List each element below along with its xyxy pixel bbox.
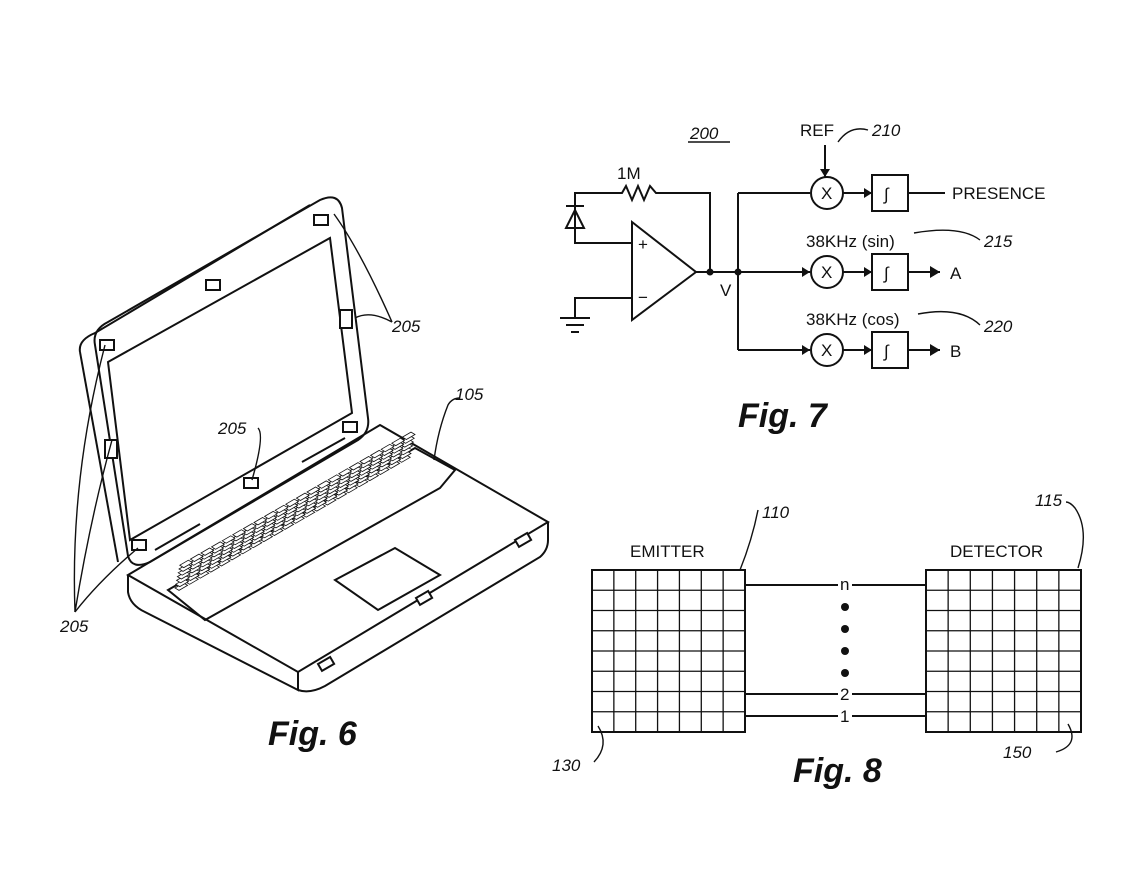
opamp-minus: −: [638, 288, 648, 307]
sensor-top-center: [206, 280, 220, 290]
fig6-ref-205-left: 205: [59, 617, 89, 636]
fig6-laptop-drawing: [74, 197, 548, 691]
cos-label: 38KHz (cos): [806, 310, 900, 329]
fig7-caption: Fig. 7: [738, 397, 829, 435]
laptop-base: [128, 425, 548, 691]
fig6-ref-105: 105: [455, 385, 484, 404]
fig8-ref-115: 115: [1035, 491, 1063, 510]
sensor-bottom-center: [244, 478, 258, 488]
opamp-plus: +: [638, 235, 648, 254]
fig6-ref-205-center: 205: [217, 419, 247, 438]
presence-output: PRESENCE: [952, 184, 1046, 203]
fig8-ref-130: 130: [552, 756, 581, 775]
laptop-lid: [80, 197, 368, 565]
sensor-right-mid: [340, 310, 352, 328]
fig8-ref-110: 110: [762, 503, 790, 522]
feedback-resistor: [620, 186, 710, 272]
fig7-ref-220: 220: [983, 317, 1013, 336]
fig8-diagram: [592, 502, 1083, 762]
integrator-sin: [872, 254, 908, 290]
integrator-cos: [872, 332, 908, 368]
ground-symbol: [560, 318, 590, 332]
detector-label: DETECTOR: [950, 542, 1043, 561]
integrator-presence: [872, 175, 908, 211]
fig6-caption: Fig. 6: [268, 715, 358, 753]
emitter-label: EMITTER: [630, 542, 705, 561]
sensor-bottom-right: [343, 422, 357, 432]
fig8-caption: Fig. 8: [793, 752, 882, 790]
fig7-ref-200: 200: [689, 124, 719, 143]
node-v-label: V: [720, 281, 732, 300]
fig6-ref-205-right: 205: [391, 317, 421, 336]
sensor-top-right: [314, 215, 328, 225]
mult-x-3: X: [821, 341, 832, 360]
fig8-ref-150: 150: [1003, 743, 1032, 762]
output-a: A: [950, 264, 962, 283]
sin-label: 38KHz (sin): [806, 232, 895, 251]
fig7-ref-210: 210: [871, 121, 901, 140]
channel-2: 2: [840, 685, 849, 704]
emitter-array: [592, 570, 745, 732]
ref-input-label: REF: [800, 121, 834, 140]
resistor-label: 1M: [617, 164, 641, 183]
fig7-ref-215: 215: [983, 232, 1013, 251]
sensor-bottom-left: [132, 540, 146, 550]
output-b: B: [950, 342, 961, 361]
mult-x-1: X: [821, 184, 832, 203]
channel-1: 1: [840, 707, 849, 726]
detector-array: [926, 570, 1081, 732]
photodiode-symbol: [566, 193, 620, 243]
sensor-top-left: [100, 340, 114, 350]
channel-n: n: [840, 575, 849, 594]
mult-x-2: X: [821, 263, 832, 282]
